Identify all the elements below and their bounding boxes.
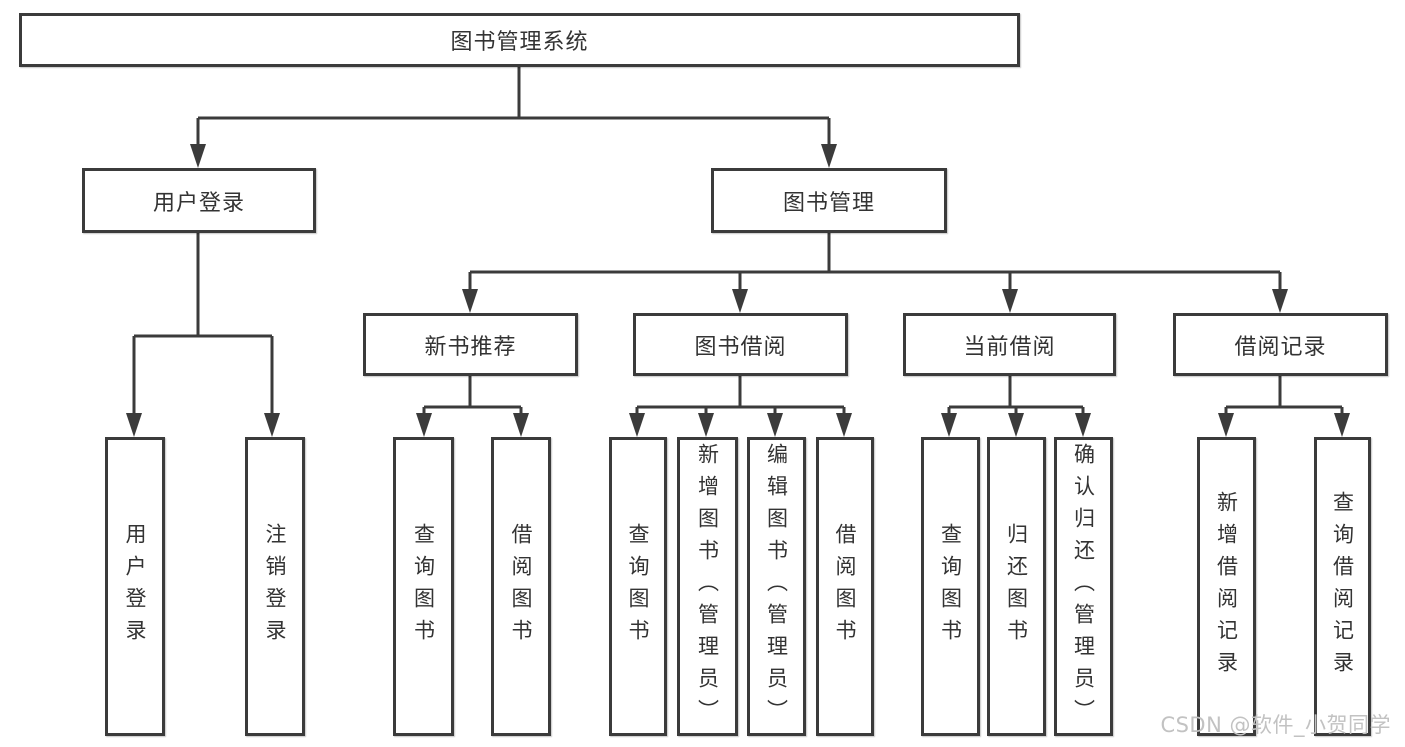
leaf-label: 借阅图书 [833,522,857,651]
node-new-book-recommendation: 新书推荐 [363,313,578,376]
node-current-borrowing: 当前借阅 [903,313,1116,376]
node-book-borrowing: 图书借阅 [633,313,848,376]
leaf-label: 用户登录 [123,522,147,651]
leaf-label: 查询借阅记录 [1330,490,1355,683]
leaf-cb-query-books: 查询图书 [921,437,980,736]
leaf-bb-edit-books-admin: 编辑图书（管理员） [747,437,806,736]
leaf-label: 注销登录 [263,522,287,651]
leaf-label: 查询图书 [938,522,963,651]
connector-new-book-children [416,376,529,437]
leaf-bb-borrow-books: 借阅图书 [816,437,874,736]
node-user-login: 用户登录 [82,168,316,233]
leaf-user-login: 用户登录 [105,437,165,736]
leaf-label: 查询图书 [411,522,436,651]
node-system-root: 图书管理系统 [19,13,1020,67]
node-label: 图书管理系统 [450,30,589,55]
leaf-br-query-record: 查询借阅记录 [1314,437,1371,736]
leaf-label: 归还图书 [1004,522,1029,651]
connector-book-borrowing-children [629,376,852,437]
node-label: 借阅记录 [1234,334,1327,360]
node-label: 用户登录 [152,190,245,216]
leaf-label: 编辑图书（管理员） [764,442,789,731]
leaf-label: 新增借阅记录 [1214,490,1239,683]
node-book-management: 图书管理 [711,168,947,233]
leaf-label: 查询图书 [626,522,650,651]
node-label: 图书管理 [782,190,875,216]
leaf-bb-query-books: 查询图书 [609,437,667,736]
connector-book-management-children [462,233,1288,313]
node-label: 新书推荐 [424,334,517,360]
leaf-logout: 注销登录 [245,437,305,736]
leaf-nb-borrow-books: 借阅图书 [491,437,551,736]
leaf-label: 确认归还（管理员） [1071,442,1096,731]
node-borrowing-records: 借阅记录 [1173,313,1388,376]
connector-user-login-children [126,233,280,437]
connector-borrowing-records-children [1218,376,1350,437]
leaf-nb-query-books: 查询图书 [393,437,454,736]
csdn-watermark: CSDN @软件_小贺同学 [1160,713,1391,737]
leaf-label: 新增图书（管理员） [695,442,720,731]
connector-current-borrowing-children [941,376,1091,437]
leaf-bb-add-books-admin: 新增图书（管理员） [677,437,738,736]
leaf-br-add-record: 新增借阅记录 [1197,437,1256,736]
node-label: 图书借阅 [694,334,787,360]
connector-root-to-level2 [190,67,837,168]
leaf-cb-confirm-return-admin: 确认归还（管理员） [1054,437,1113,736]
leaf-label: 借阅图书 [509,522,533,651]
node-label: 当前借阅 [963,334,1056,360]
leaf-cb-return-books: 归还图书 [987,437,1046,736]
